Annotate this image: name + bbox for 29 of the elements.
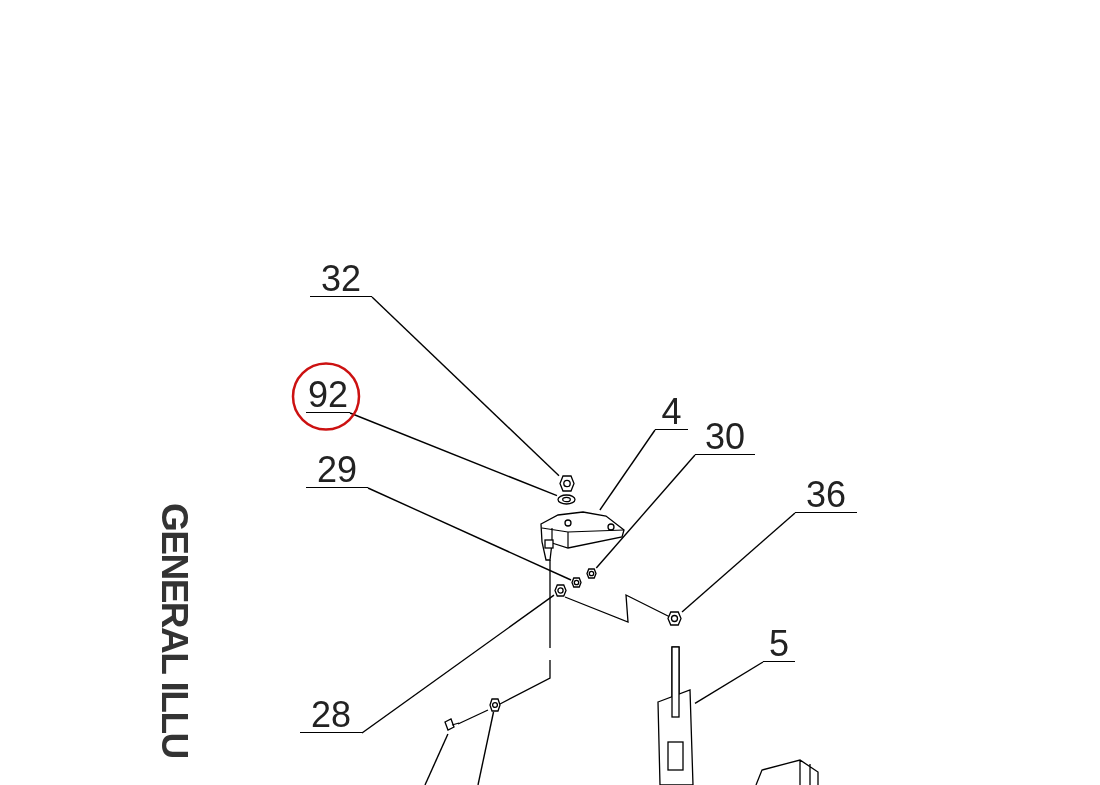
- callout-number: 5: [763, 627, 795, 662]
- callout-number: 36: [795, 478, 857, 513]
- leader-line: [681, 512, 796, 613]
- callout-number: 4: [655, 395, 688, 430]
- callout-number: 32: [310, 262, 372, 297]
- leader-line: [477, 711, 495, 785]
- section-heading: GENERAL ILLU: [153, 503, 196, 758]
- leader-line: [595, 454, 696, 569]
- nut-drawing: [489, 698, 501, 712]
- leader-line: [349, 412, 558, 497]
- callout-number: 92: [306, 378, 350, 413]
- callout-number: 29: [306, 453, 368, 488]
- leader-line: [361, 594, 555, 734]
- bolt-drawing: [443, 718, 460, 734]
- nut-drawing: [559, 475, 575, 492]
- nut-drawing: [554, 584, 567, 597]
- leader-line: [599, 429, 656, 511]
- nut-drawing: [571, 577, 582, 588]
- nut-drawing: [667, 611, 682, 626]
- callout-number: 30: [695, 420, 755, 455]
- leader-line: [424, 733, 449, 785]
- leader-line: [367, 487, 572, 581]
- nut-drawing: [586, 568, 597, 579]
- leader-line: [694, 661, 764, 705]
- callout-number: 28: [300, 698, 362, 733]
- bracket-drawing: [538, 510, 626, 562]
- leader-line: [371, 296, 560, 477]
- plate-drawing: [655, 646, 695, 785]
- washer-drawing: [557, 494, 576, 505]
